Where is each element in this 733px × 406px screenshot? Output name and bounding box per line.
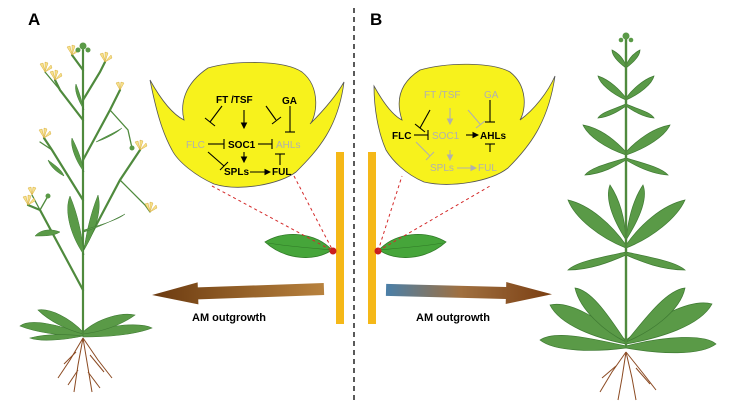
- panel-label-a: A: [28, 10, 40, 29]
- node-spls-a: SPLs: [224, 167, 249, 178]
- node-flc-b: FLC: [392, 131, 411, 142]
- stem-bar-right: [368, 152, 376, 324]
- flower-buds: [22, 42, 158, 213]
- meristem-shape-b: [373, 63, 556, 185]
- flowering-plant-illustration: [19, 42, 158, 393]
- node-ahls-b: AHLs: [480, 131, 507, 142]
- node-ga-a: GA: [282, 96, 297, 107]
- vegetative-plant-illustration: [539, 32, 717, 401]
- am-outgrowth-arrow-b: [385, 281, 552, 304]
- node-ft-tsf-b: FT /TSF: [424, 90, 460, 101]
- axillary-leaf-left: [264, 234, 333, 258]
- stem-bar-left: [336, 152, 344, 324]
- am-outgrowth-arrow-a: [152, 282, 325, 305]
- panel-label-b: B: [370, 10, 382, 29]
- meristem-network-a: FT /TSF GA FLC SOC1 AHLs SPLs FUL: [149, 62, 345, 188]
- axillary-leaf-right: [378, 234, 447, 258]
- node-ga-b: GA: [484, 90, 499, 101]
- am-outgrowth-label-a: AM outgrowth: [192, 312, 266, 324]
- meristem-network-b: FT /TSF GA FLC SOC1 AHLs SPLs FUL: [373, 63, 556, 185]
- node-spls-b: SPLs: [430, 163, 454, 174]
- node-ful-a: FUL: [272, 167, 291, 178]
- node-ahls-a: AHLs: [276, 140, 300, 151]
- node-soc1-a: SOC1: [228, 140, 256, 151]
- node-flc-a: FLC: [186, 140, 205, 151]
- node-ft-tsf-a: FT /TSF: [216, 95, 253, 106]
- node-soc1-b: SOC1: [432, 131, 460, 142]
- am-outgrowth-label-b: AM outgrowth: [416, 312, 490, 324]
- node-ful-b: FUL: [478, 163, 497, 174]
